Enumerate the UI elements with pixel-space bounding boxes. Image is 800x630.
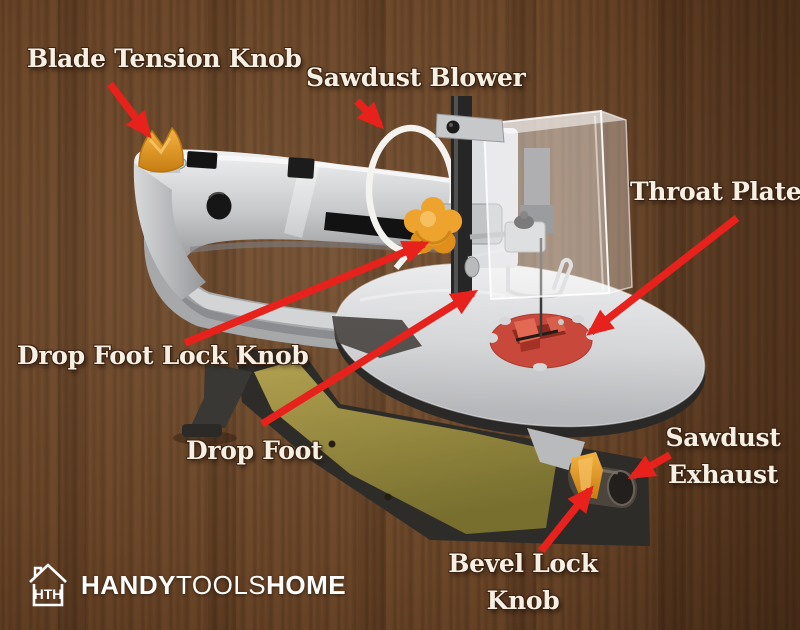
label-throat-plate: Throat Plate	[630, 177, 800, 206]
label-bevel-lock-knob-line1: Bevel Lock	[448, 549, 598, 578]
brand-tools: TOOLS	[175, 569, 267, 600]
arrow-throat-plate	[586, 215, 740, 336]
brand-logo-text: HANDYTOOLSHOME	[81, 570, 346, 601]
label-drop-foot: Drop Foot	[186, 436, 323, 465]
label-sawdust-exhaust-line2: Exhaust	[667, 460, 779, 489]
drop-foot-lock-knob-part	[403, 197, 463, 254]
power-switch	[186, 151, 218, 169]
arrow-drop-foot-lock-knob	[183, 240, 430, 347]
label-drop-foot-lock-knob: Drop Foot Lock Knob	[17, 341, 309, 370]
house-logo-icon: HTH	[29, 563, 67, 607]
label-bevel-lock-knob-line2: Knob	[486, 586, 560, 615]
throat-plate-part	[486, 313, 598, 371]
brand-handy: HANDY	[81, 569, 176, 600]
annotation-arrows	[107, 81, 740, 554]
label-sawdust-exhaust-line1: Sawdust	[665, 423, 781, 452]
blade-tension-knob-part	[138, 126, 184, 173]
saw-base	[173, 348, 650, 546]
arrow-bevel-lock-knob	[538, 485, 594, 554]
arrow-drop-foot	[260, 289, 479, 428]
house-logo-letters: HTH	[34, 586, 63, 602]
brand-home: HOME	[266, 569, 347, 600]
label-blade-tension-knob: Blade Tension Knob	[27, 44, 302, 73]
table-arm-shadow	[332, 316, 422, 358]
label-sawdust-blower: Sawdust Blower	[306, 63, 526, 92]
trunnion	[527, 428, 585, 472]
arrow-blade-tension-knob	[107, 81, 152, 139]
label-sawdust-exhaust: Sawdust Exhaust	[648, 419, 798, 493]
head-bracket	[435, 113, 505, 143]
base-leg	[190, 362, 252, 428]
label-bevel-lock-knob: Bevel Lock Knob	[448, 545, 598, 619]
brand-logo: HTH HANDYTOOLSHOME	[27, 561, 346, 609]
arrow-sawdust-blower	[354, 98, 385, 130]
saw-upper-arm	[133, 149, 477, 300]
drop-foot-part	[464, 211, 574, 299]
arm-knob	[206, 192, 232, 220]
base-foot	[182, 424, 222, 437]
arrow-sawdust-exhaust	[627, 451, 672, 480]
blade-guard	[482, 109, 633, 301]
